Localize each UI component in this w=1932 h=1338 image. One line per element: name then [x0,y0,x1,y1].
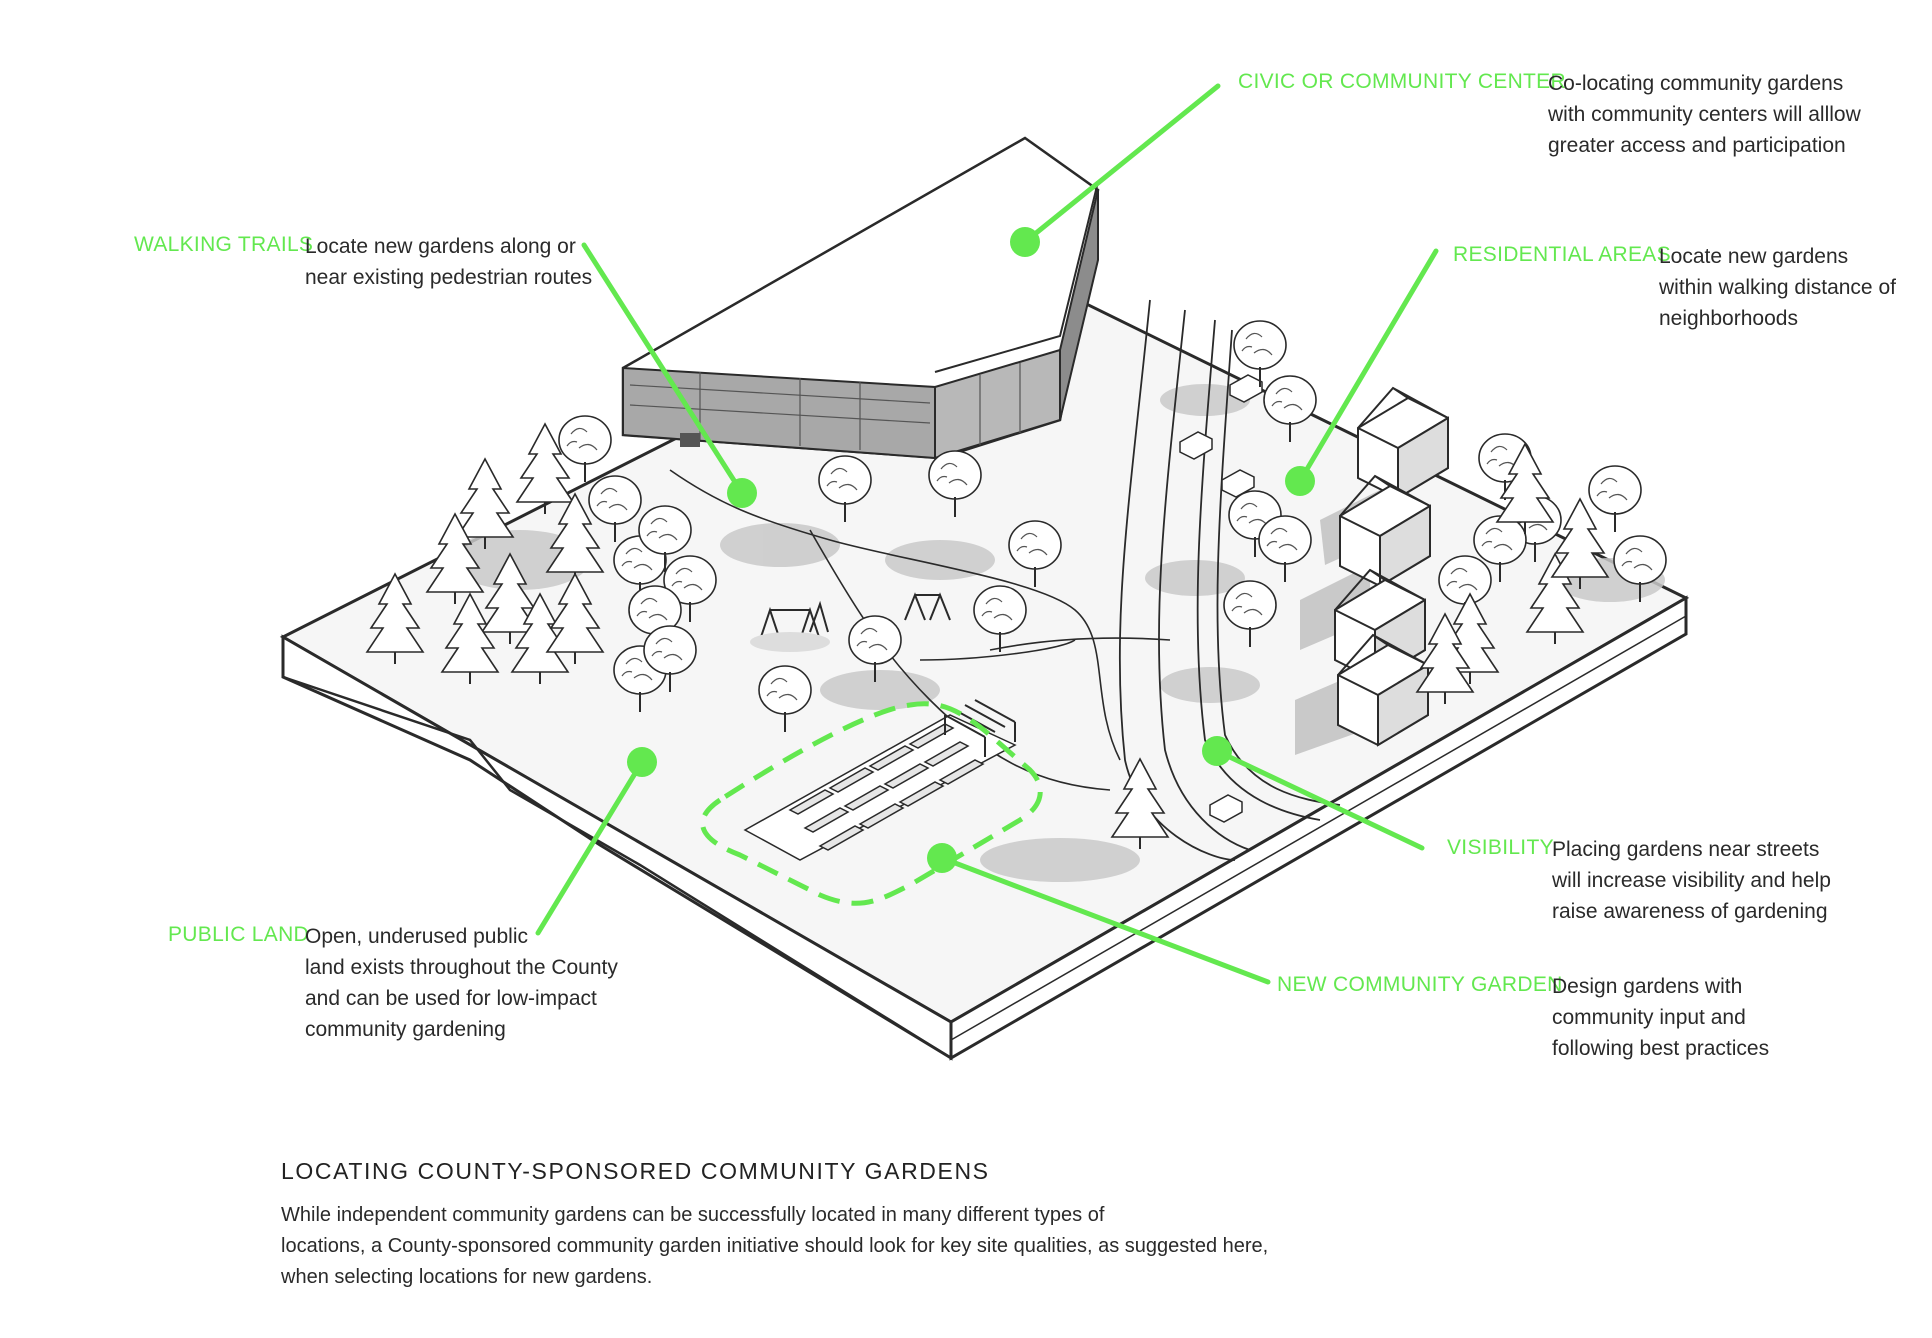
caption-body: While independent community gardens can … [281,1204,1269,1288]
site-slab-cut-profile [282,675,952,1060]
callout-label: NEW COMMUNITY GARDEN [1277,973,1563,996]
community-garden-plots [743,699,1017,861]
callout-leaders [535,83,1439,985]
community-center-building [621,136,1100,460]
callout-description: Locate new gardens within walking distan… [1659,245,1896,330]
callout-label: VISIBILITY [1447,836,1554,859]
caption-title: LOCATING COUNTY-SPONSORED COMMUNITY GARD… [281,1158,990,1184]
residential-houses [1295,387,1449,755]
callout-description: Placing gardens near streets will increa… [1552,838,1831,923]
marker-dot-icon [627,227,1315,873]
garden-boundary-outline [700,701,1043,906]
callout-description: Locate new gardens along or near existin… [305,235,593,289]
swing-set-icons [750,592,951,652]
tree-shadows [450,384,1665,882]
callout-description: Open, underused public land exists throu… [305,925,618,1041]
callout-description: Design gardens with community input and … [1552,975,1770,1060]
callout-description: Co-locating community gardens with commu… [1548,72,1861,157]
walking-paths [669,469,1171,791]
callout-label: RESIDENTIAL AREAS [1453,243,1671,266]
callout-label: WALKING TRAILS [134,233,314,256]
callout-label: PUBLIC LAND [168,923,310,946]
callout-label: CIVIC OR COMMUNITY CENTER [1238,70,1566,93]
